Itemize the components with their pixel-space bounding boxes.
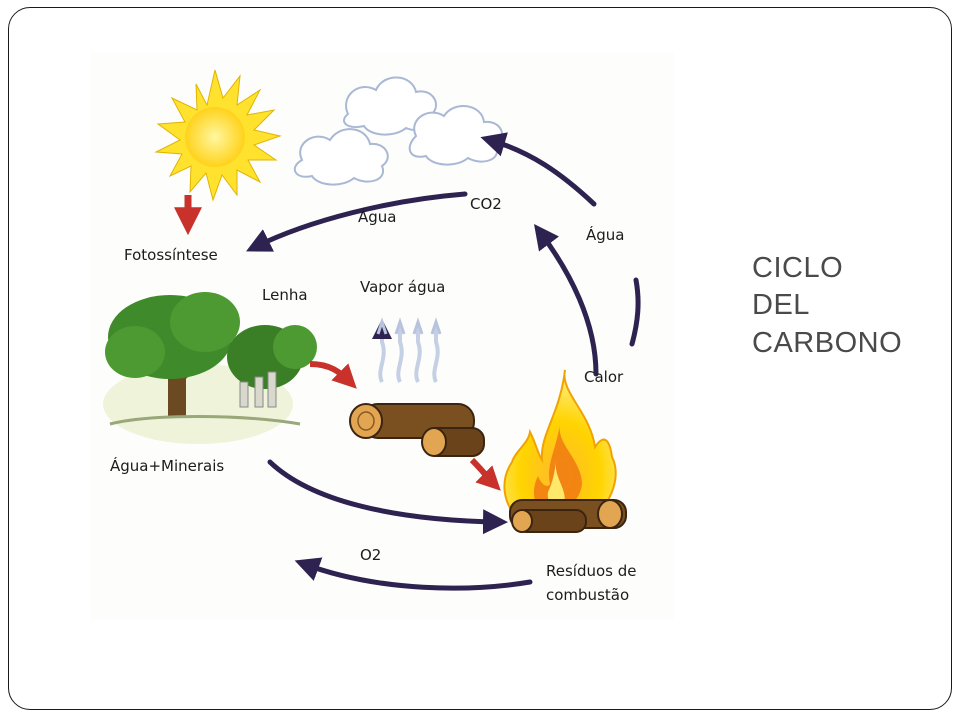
tree-icon xyxy=(103,292,317,444)
vapor-arrows-icon xyxy=(372,317,442,383)
title-line-3: CARBONO xyxy=(752,326,903,359)
minerals-to-fire-arrow xyxy=(267,459,508,535)
logs-icon xyxy=(349,403,485,457)
label-co2: CO2 xyxy=(470,195,502,213)
label-agua-minerais: Água+Minerais xyxy=(110,457,225,475)
slide-title: CICLO DEL CARBONO xyxy=(752,250,902,362)
title-line-2: DEL xyxy=(752,289,810,322)
label-vapor-agua: Vapor água xyxy=(360,278,446,296)
label-residuos-line1: Resíduos de xyxy=(546,562,637,580)
label-residuos-line2: combustão xyxy=(546,586,630,604)
fire-icon xyxy=(503,369,627,533)
right-side-line xyxy=(629,277,641,347)
heat-up-arrow xyxy=(534,223,599,377)
label-calor: Calor xyxy=(584,368,624,386)
carbon-cycle-diagram: Fotossíntese Lenha Vapor água Água CO2 Á… xyxy=(90,52,674,620)
title-line-1: CICLO xyxy=(752,252,844,284)
label-fotossintese: Fotossíntese xyxy=(124,246,218,264)
label-agua-right: Água xyxy=(586,226,625,244)
diagram-canvas xyxy=(103,69,641,591)
logs-to-fire-arrow xyxy=(469,457,501,491)
clouds-icon xyxy=(293,76,504,186)
label-lenha: Lenha xyxy=(262,286,308,304)
label-agua-top: Água xyxy=(358,208,397,226)
sun-icon xyxy=(154,69,282,202)
o2-return-arrow xyxy=(294,557,533,591)
cycle-arrows xyxy=(246,132,641,591)
clouds-return-arrow xyxy=(480,132,597,207)
label-o2: O2 xyxy=(360,546,382,564)
co2-return-arrow xyxy=(246,191,468,252)
tree-to-logs-arrow xyxy=(309,361,357,389)
